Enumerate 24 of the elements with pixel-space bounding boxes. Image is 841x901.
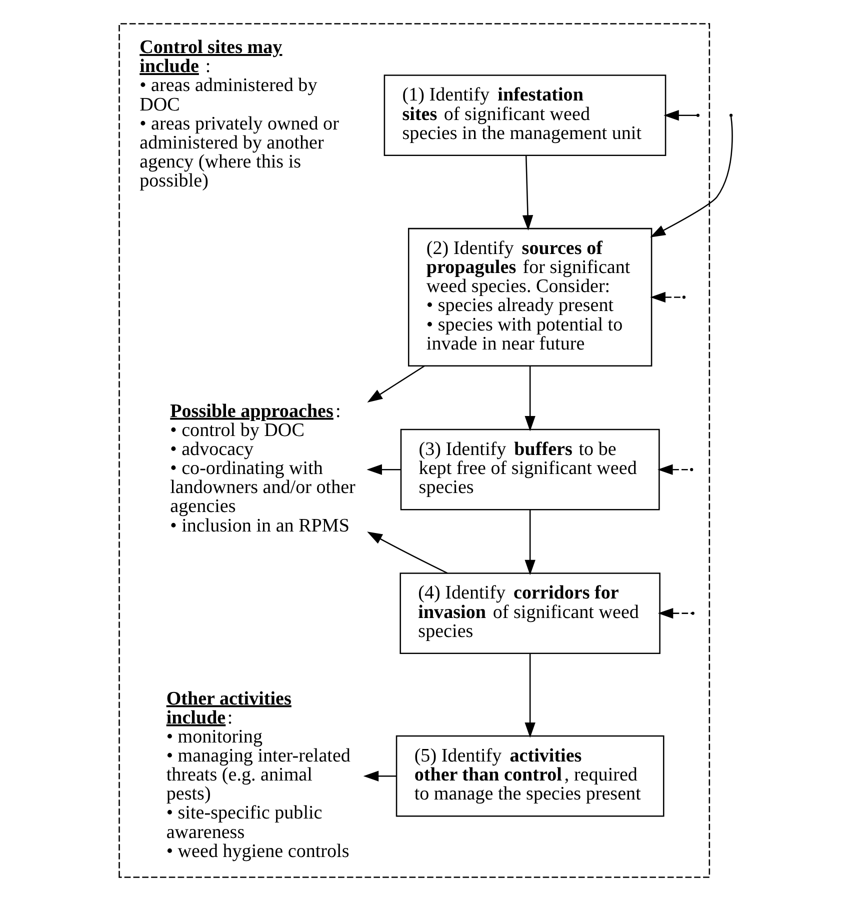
label: • areas administered by DOC (139, 75, 317, 116)
node-box: (1) Identify infestation sites of significant weed species in the management unit (383, 74, 666, 156)
arrow (522, 156, 533, 230)
node-box: (5) Identify activities other than control, required to manage the species present (395, 735, 664, 817)
node-box: (4) Identify corridors for invasion of significant weed species (399, 572, 660, 654)
arrow (366, 366, 424, 403)
arrow (524, 366, 535, 432)
node-text: Possible approaches: • control by DOC • advocacy • co-ordinating with landowners and/or other agencies • inclusion in an RPMS (170, 400, 355, 536)
node-text: Other activities include: • monitoring • managing inter-related threats (e.g. animal pests) • site-specific public awareness • weed hygiene controls (166, 688, 350, 862)
arrow (650, 292, 682, 303)
arrow (524, 510, 535, 576)
arrow (657, 608, 692, 619)
arrow (366, 464, 400, 475)
cluster (118, 23, 710, 878)
node-box: (2) Identify sources of propagules for significant weed species. Consider: • species already present • species with potential to invade in near future (407, 228, 652, 367)
arrow (366, 532, 448, 574)
arrow (657, 464, 690, 475)
arrow (524, 653, 535, 738)
label: • areas privately owned or administered by another agency (where this is possible) (139, 113, 338, 192)
arrow (362, 770, 396, 782)
arrow (650, 116, 732, 238)
label: Control sites may include : (139, 37, 282, 78)
arrow (663, 110, 696, 121)
node-box: (3) Identify buffers to be kept free of significant weed species (400, 428, 660, 510)
